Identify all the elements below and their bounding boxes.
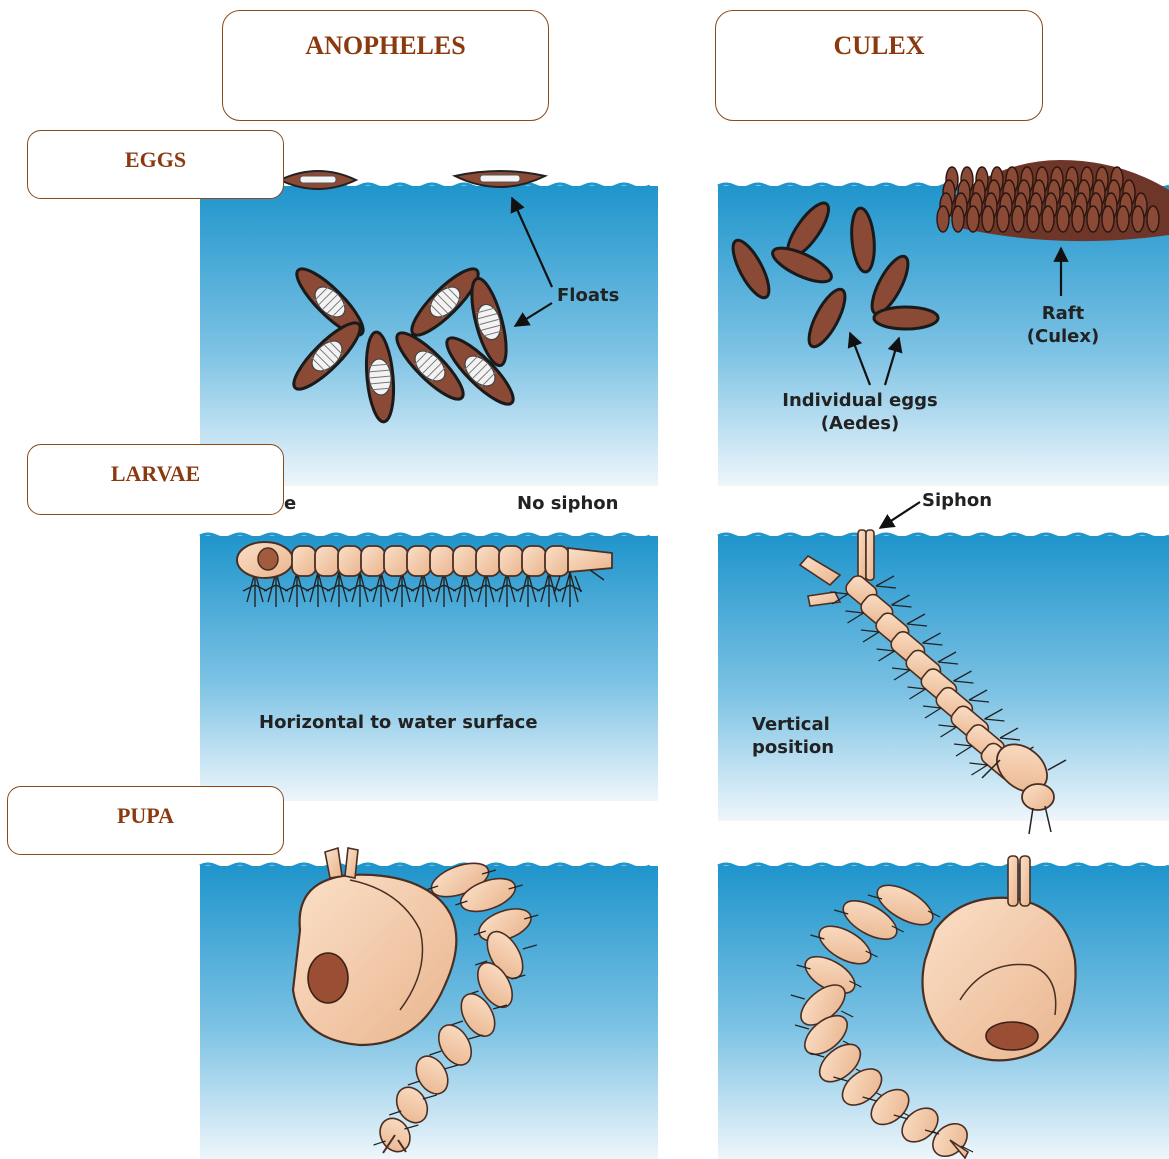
raft-egg: [937, 206, 949, 232]
raft-egg: [982, 206, 994, 232]
individual-eggs-line2: (Aedes): [770, 412, 950, 435]
larvae-left-fragment: e: [284, 492, 296, 515]
anopheles-column-header: ANOPHELES: [222, 10, 549, 121]
larva-segment: [407, 546, 431, 576]
pupa-trumpet: [1020, 856, 1030, 906]
raft-egg: [1072, 206, 1084, 232]
raft-label-line2: (Culex): [1018, 325, 1108, 348]
culex-title: CULEX: [833, 31, 924, 60]
pupa-eye: [986, 1022, 1038, 1050]
larva-segment: [476, 546, 500, 576]
individual-eggs-line1: Individual eggs: [770, 389, 950, 412]
eggs-row-header: EGGS: [27, 130, 284, 199]
larva-segment: [545, 546, 569, 576]
pupa-eye: [308, 953, 348, 1003]
no-siphon-label: No siphon: [517, 492, 618, 515]
raft-egg: [1012, 206, 1024, 232]
larva-segment: [315, 546, 339, 576]
raft-egg: [967, 206, 979, 232]
eggs-title: EGGS: [125, 147, 186, 172]
anopheles-larva-panel: [200, 534, 658, 801]
floats-label: Floats: [557, 284, 619, 307]
siphon-label: Siphon: [922, 489, 992, 512]
raft-egg: [1027, 206, 1039, 232]
larva-eye: [258, 548, 278, 570]
culex-pupa-panel: [718, 856, 1169, 1159]
larva-segment: [292, 546, 316, 576]
siphon-tube: [866, 530, 874, 580]
raft-label-line1: Raft: [1018, 302, 1108, 325]
larva-segment: [453, 546, 477, 576]
larvae-title: LARVAE: [111, 461, 200, 486]
pupa-title: PUPA: [117, 803, 174, 828]
vertical-line1: Vertical: [752, 713, 834, 736]
individual-eggs-label: Individual eggs (Aedes): [770, 389, 950, 435]
larva-segment: [522, 546, 546, 576]
culex-column-header: CULEX: [715, 10, 1043, 121]
larva-segment: [430, 546, 454, 576]
siphon-tube: [858, 530, 866, 580]
raft-egg: [1132, 206, 1144, 232]
anopheles-pupa-panel: [200, 848, 658, 1159]
anopheles-title: ANOPHELES: [305, 31, 465, 60]
larva-tail: [568, 548, 612, 572]
larva-segment: [361, 546, 385, 576]
raft-label: Raft (Culex): [1018, 302, 1108, 348]
raft-egg: [952, 206, 964, 232]
siphon-arrow: [880, 502, 920, 528]
larva-segment: [499, 546, 523, 576]
egg-raft: [937, 160, 1169, 241]
raft-egg: [1117, 206, 1129, 232]
raft-egg: [1087, 206, 1099, 232]
raft-egg: [1042, 206, 1054, 232]
larvae-row-header: LARVAE: [27, 444, 284, 515]
larva-segment: [338, 546, 362, 576]
raft-egg: [1102, 206, 1114, 232]
anopheles-eggs-panel: [200, 171, 658, 486]
pupa-trumpet: [1008, 856, 1018, 906]
raft-egg: [1147, 206, 1159, 232]
raft-egg: [1057, 206, 1069, 232]
horizontal-label: Horizontal to water surface: [259, 711, 538, 734]
culex-larva-panel: [718, 530, 1169, 834]
larva-segment: [384, 546, 408, 576]
raft-egg: [997, 206, 1009, 232]
aedes-egg: [874, 307, 938, 329]
vertical-position-label: Vertical position: [752, 713, 834, 759]
pupa-trumpet: [345, 848, 358, 878]
vertical-line2: position: [752, 736, 834, 759]
pupa-row-header: PUPA: [7, 786, 284, 855]
larva-head: [1022, 784, 1054, 810]
